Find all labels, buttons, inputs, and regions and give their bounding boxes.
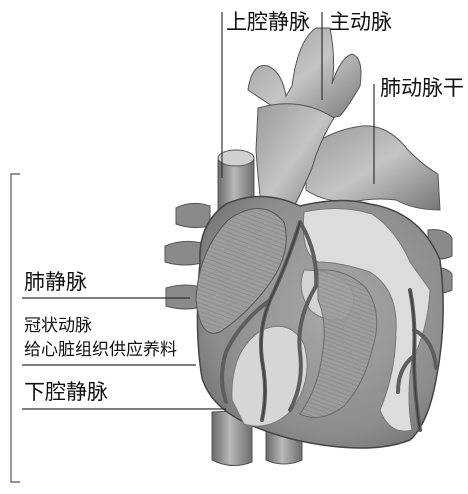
label-inferior-vena-cava: 下腔静脉	[24, 382, 108, 403]
label-pulmonary-artery: 肺动脉干	[380, 78, 464, 99]
label-coronary-note: 给心脏组织供应养料	[24, 342, 177, 359]
bracket	[11, 174, 20, 482]
label-superior-vena-cava: 上腔静脉	[226, 12, 310, 33]
label-aorta: 主动脉	[329, 12, 392, 33]
heart-body	[196, 196, 443, 448]
label-pulmonary-vein: 肺静脉	[24, 272, 87, 293]
label-coronary-artery: 冠状动脉	[24, 318, 92, 335]
